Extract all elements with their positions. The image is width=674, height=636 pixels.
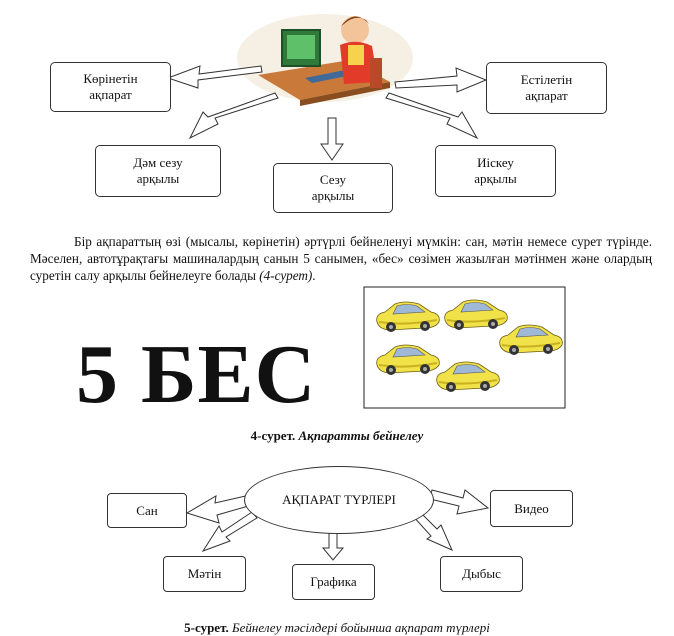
box-smell: Иіскеу арқылы (435, 145, 556, 197)
car-icon (444, 299, 508, 330)
paragraph-text: Бір ақпараттың өзі (мысалы, көрінетін) ә… (30, 234, 652, 283)
figure5-caption-title: Бейнелеу тәсілдері бойынша ақпарат түрле… (231, 620, 490, 635)
arrow-to-touch (320, 117, 344, 161)
arrow-to-smell (385, 92, 479, 140)
paragraph-figure-ref: (4-сурет) (259, 268, 313, 283)
body-paragraph: Бір ақпараттың өзі (мысалы, көрінетін) ә… (30, 233, 652, 284)
arrow-to-video (429, 489, 490, 515)
box-video: Видео (490, 490, 573, 527)
figure4-caption-title: Ақпаратты бейнелеу (298, 428, 424, 443)
cars-picture (363, 286, 566, 409)
car-icon (499, 324, 563, 355)
car-icon (376, 301, 440, 332)
car-icon (436, 361, 500, 392)
arrow-to-visible (166, 65, 263, 89)
figure5-caption: 5-сурет. Бейнелеу тәсілдері бойынша ақпа… (0, 620, 674, 636)
computer-user-illustration (237, 14, 413, 106)
box-graphics: Графика (292, 564, 375, 600)
box-audible-info: Естілетін ақпарат (486, 62, 607, 114)
paragraph-end: . (312, 268, 316, 283)
box-visible-info: Көрінетін ақпарат (50, 62, 171, 112)
info-types-ellipse: АҚПАРАТ ТҮРЛЕРІ (244, 466, 434, 534)
car-icon (376, 344, 440, 375)
arrow-to-text (201, 511, 258, 552)
figure5-caption-number: 5-сурет. (184, 620, 229, 635)
box-touch: Сезу арқылы (273, 163, 393, 213)
box-number: Сан (107, 493, 187, 528)
figure4-caption-number: 4-сурет. (250, 428, 296, 443)
box-text: Мәтін (163, 556, 246, 592)
arrow-to-graphics (321, 529, 345, 561)
box-taste: Дәм сезу арқылы (95, 145, 221, 197)
arrow-to-audible (394, 67, 488, 93)
number-and-word: 5 БЕС (76, 328, 317, 421)
figure4-caption: 4-сурет. Ақпаратты бейнелеу (0, 428, 674, 444)
box-sound: Дыбыс (440, 556, 523, 592)
arrow-to-taste (188, 92, 279, 140)
